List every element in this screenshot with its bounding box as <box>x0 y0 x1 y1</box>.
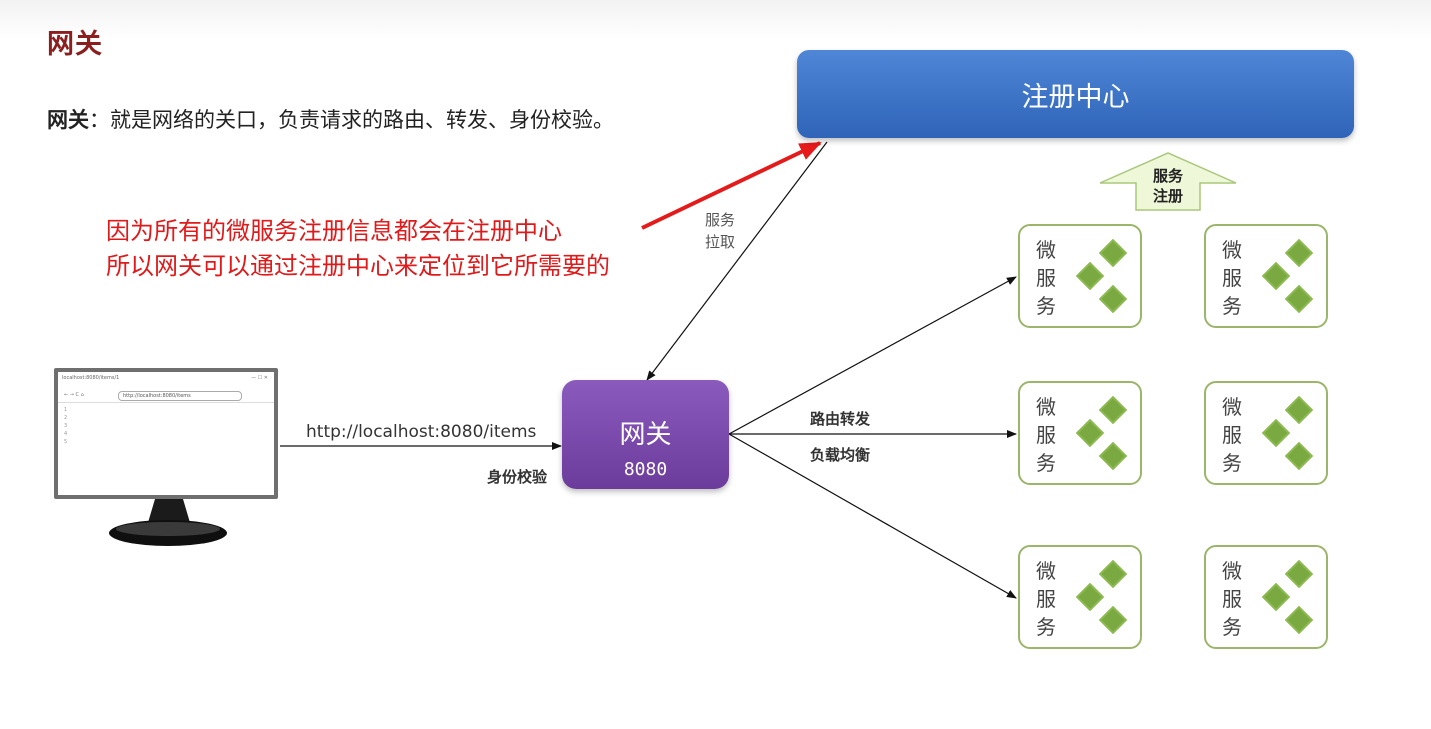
diamond-icon <box>1098 238 1128 268</box>
page-title: 网关 <box>47 29 103 60</box>
diamond-icon <box>1098 605 1128 635</box>
service-register-line-2: 注册 <box>1152 187 1183 205</box>
annotation-line-1: 因为所有的微服务注册信息都会在注册中心 <box>106 217 562 245</box>
connector-lines <box>109 141 1237 599</box>
diamond-icon <box>1261 582 1291 612</box>
diamond-icon <box>1098 559 1128 589</box>
diamond-icon <box>1261 418 1291 448</box>
diamond-icon <box>1284 238 1314 268</box>
microservice-label: 微 服 务 <box>1222 557 1246 641</box>
registry-center: 注册中心 <box>797 50 1354 138</box>
microservice-label-char: 务 <box>1036 451 1056 475</box>
diamond-icon <box>1284 441 1314 471</box>
line-number: 5 <box>64 439 68 445</box>
definition-body: ：就是网络的关口，负责请求的路由、转发、身份校验。 <box>89 108 614 132</box>
microservice-label-char: 务 <box>1222 615 1242 639</box>
gateway-node: 网关 8080 <box>562 380 729 489</box>
microservice-label: 微 服 务 <box>1222 393 1246 477</box>
microservice-label-char: 务 <box>1222 451 1242 475</box>
browser-address-bar: http://localhost:8080/items <box>118 391 242 401</box>
route-arrow-top <box>728 276 1017 435</box>
monitor-neck <box>147 499 191 526</box>
definition-text: 网关：就是网络的关口，负责请求的路由、转发、身份校验。 <box>47 104 614 134</box>
window-controls: — ☐ ✕ <box>251 375 268 381</box>
route-label: 路由转发 <box>810 410 871 428</box>
line-number: 3 <box>64 423 68 429</box>
service-register-label: 服务 注册 <box>1139 166 1197 206</box>
microservice-node: 微 服 务 <box>1018 224 1142 328</box>
service-register-line-1: 服务 <box>1152 167 1183 185</box>
auth-label: 身份校验 <box>487 468 548 486</box>
microservice-label-char: 务 <box>1222 294 1242 318</box>
diamond-icon <box>1284 395 1314 425</box>
microservice-label-char: 务 <box>1036 615 1056 639</box>
microservice-node: 微 服 务 <box>1204 381 1328 485</box>
monitor-screen: localhost:8080/items/1 — ☐ ✕ ← → C ⌂ htt… <box>54 368 278 499</box>
balance-label: 负载均衡 <box>810 446 871 464</box>
diamond-icon <box>1098 395 1128 425</box>
diamond-icon <box>1261 261 1291 291</box>
microservice-label-char: 务 <box>1036 294 1056 318</box>
microservice-label-char: 微 <box>1222 559 1242 583</box>
microservice-label-char: 服 <box>1222 423 1242 447</box>
definition-term: 网关 <box>47 108 89 132</box>
slide: 网关 网关：就是网络的关口，负责请求的路由、转发、身份校验。 因为所有的微服务注… <box>0 0 1431 688</box>
service-pull-arrow <box>646 141 828 381</box>
request-url: http://localhost:8080/items <box>306 422 537 442</box>
annotation-arrow <box>641 141 822 230</box>
browser-tab: localhost:8080/items/1 <box>62 375 120 381</box>
microservice-node: 微 服 务 <box>1018 381 1142 485</box>
microservice-label: 微 服 务 <box>1036 236 1060 320</box>
gateway-port: 8080 <box>623 459 668 480</box>
microservice-node: 微 服 务 <box>1204 224 1328 328</box>
gateway-name: 网关 <box>619 420 672 450</box>
service-pull-line-2: 拉取 <box>704 233 735 251</box>
diamond-icon <box>1075 261 1105 291</box>
editor-line-numbers: 1 2 3 4 5 <box>64 406 67 446</box>
microservice-label-char: 微 <box>1036 238 1056 262</box>
annotation-note: 因为所有的微服务注册信息都会在注册中心 所以网关可以通过注册中心来定位到它所需要… <box>106 214 610 284</box>
diamond-icon <box>1075 418 1105 448</box>
microservice-label: 微 服 务 <box>1222 236 1246 320</box>
browser-divider <box>58 402 274 403</box>
microservice-label: 微 服 务 <box>1036 393 1060 477</box>
browser-window: localhost:8080/items/1 — ☐ ✕ ← → C ⌂ htt… <box>58 372 274 495</box>
diamond-icon <box>1098 284 1128 314</box>
service-pull-line-1: 服务 <box>704 211 735 229</box>
microservice-node: 微 服 务 <box>1018 545 1142 649</box>
microservice-label-char: 服 <box>1222 587 1242 611</box>
microservice-label-char: 服 <box>1036 587 1056 611</box>
line-number: 2 <box>64 415 68 421</box>
microservice-label-char: 微 <box>1222 395 1242 419</box>
client-monitor: localhost:8080/items/1 — ☐ ✕ ← → C ⌂ htt… <box>54 368 278 548</box>
microservice-label-char: 服 <box>1036 423 1056 447</box>
microservice-label-char: 微 <box>1036 395 1056 419</box>
service-register-arrow <box>1099 152 1237 211</box>
line-number: 1 <box>64 407 68 413</box>
diamond-icon <box>1075 582 1105 612</box>
service-pull-label: 服务 拉取 <box>703 209 737 253</box>
microservice-label-char: 微 <box>1036 559 1056 583</box>
microservice-label: 微 服 务 <box>1036 557 1060 641</box>
diamond-icon <box>1284 284 1314 314</box>
line-number: 4 <box>64 431 68 437</box>
microservice-label-char: 微 <box>1222 238 1242 262</box>
microservice-node: 微 服 务 <box>1204 545 1328 649</box>
diamond-icon <box>1284 605 1314 635</box>
microservice-label-char: 服 <box>1222 266 1242 290</box>
diamond-icon <box>1098 441 1128 471</box>
diamond-icon <box>1284 559 1314 589</box>
annotation-line-2: 所以网关可以通过注册中心来定位到它所需要的 <box>106 252 610 280</box>
browser-nav-icons: ← → C ⌂ <box>64 392 84 398</box>
route-arrow-bottom <box>728 433 1017 599</box>
microservice-label-char: 服 <box>1036 266 1056 290</box>
